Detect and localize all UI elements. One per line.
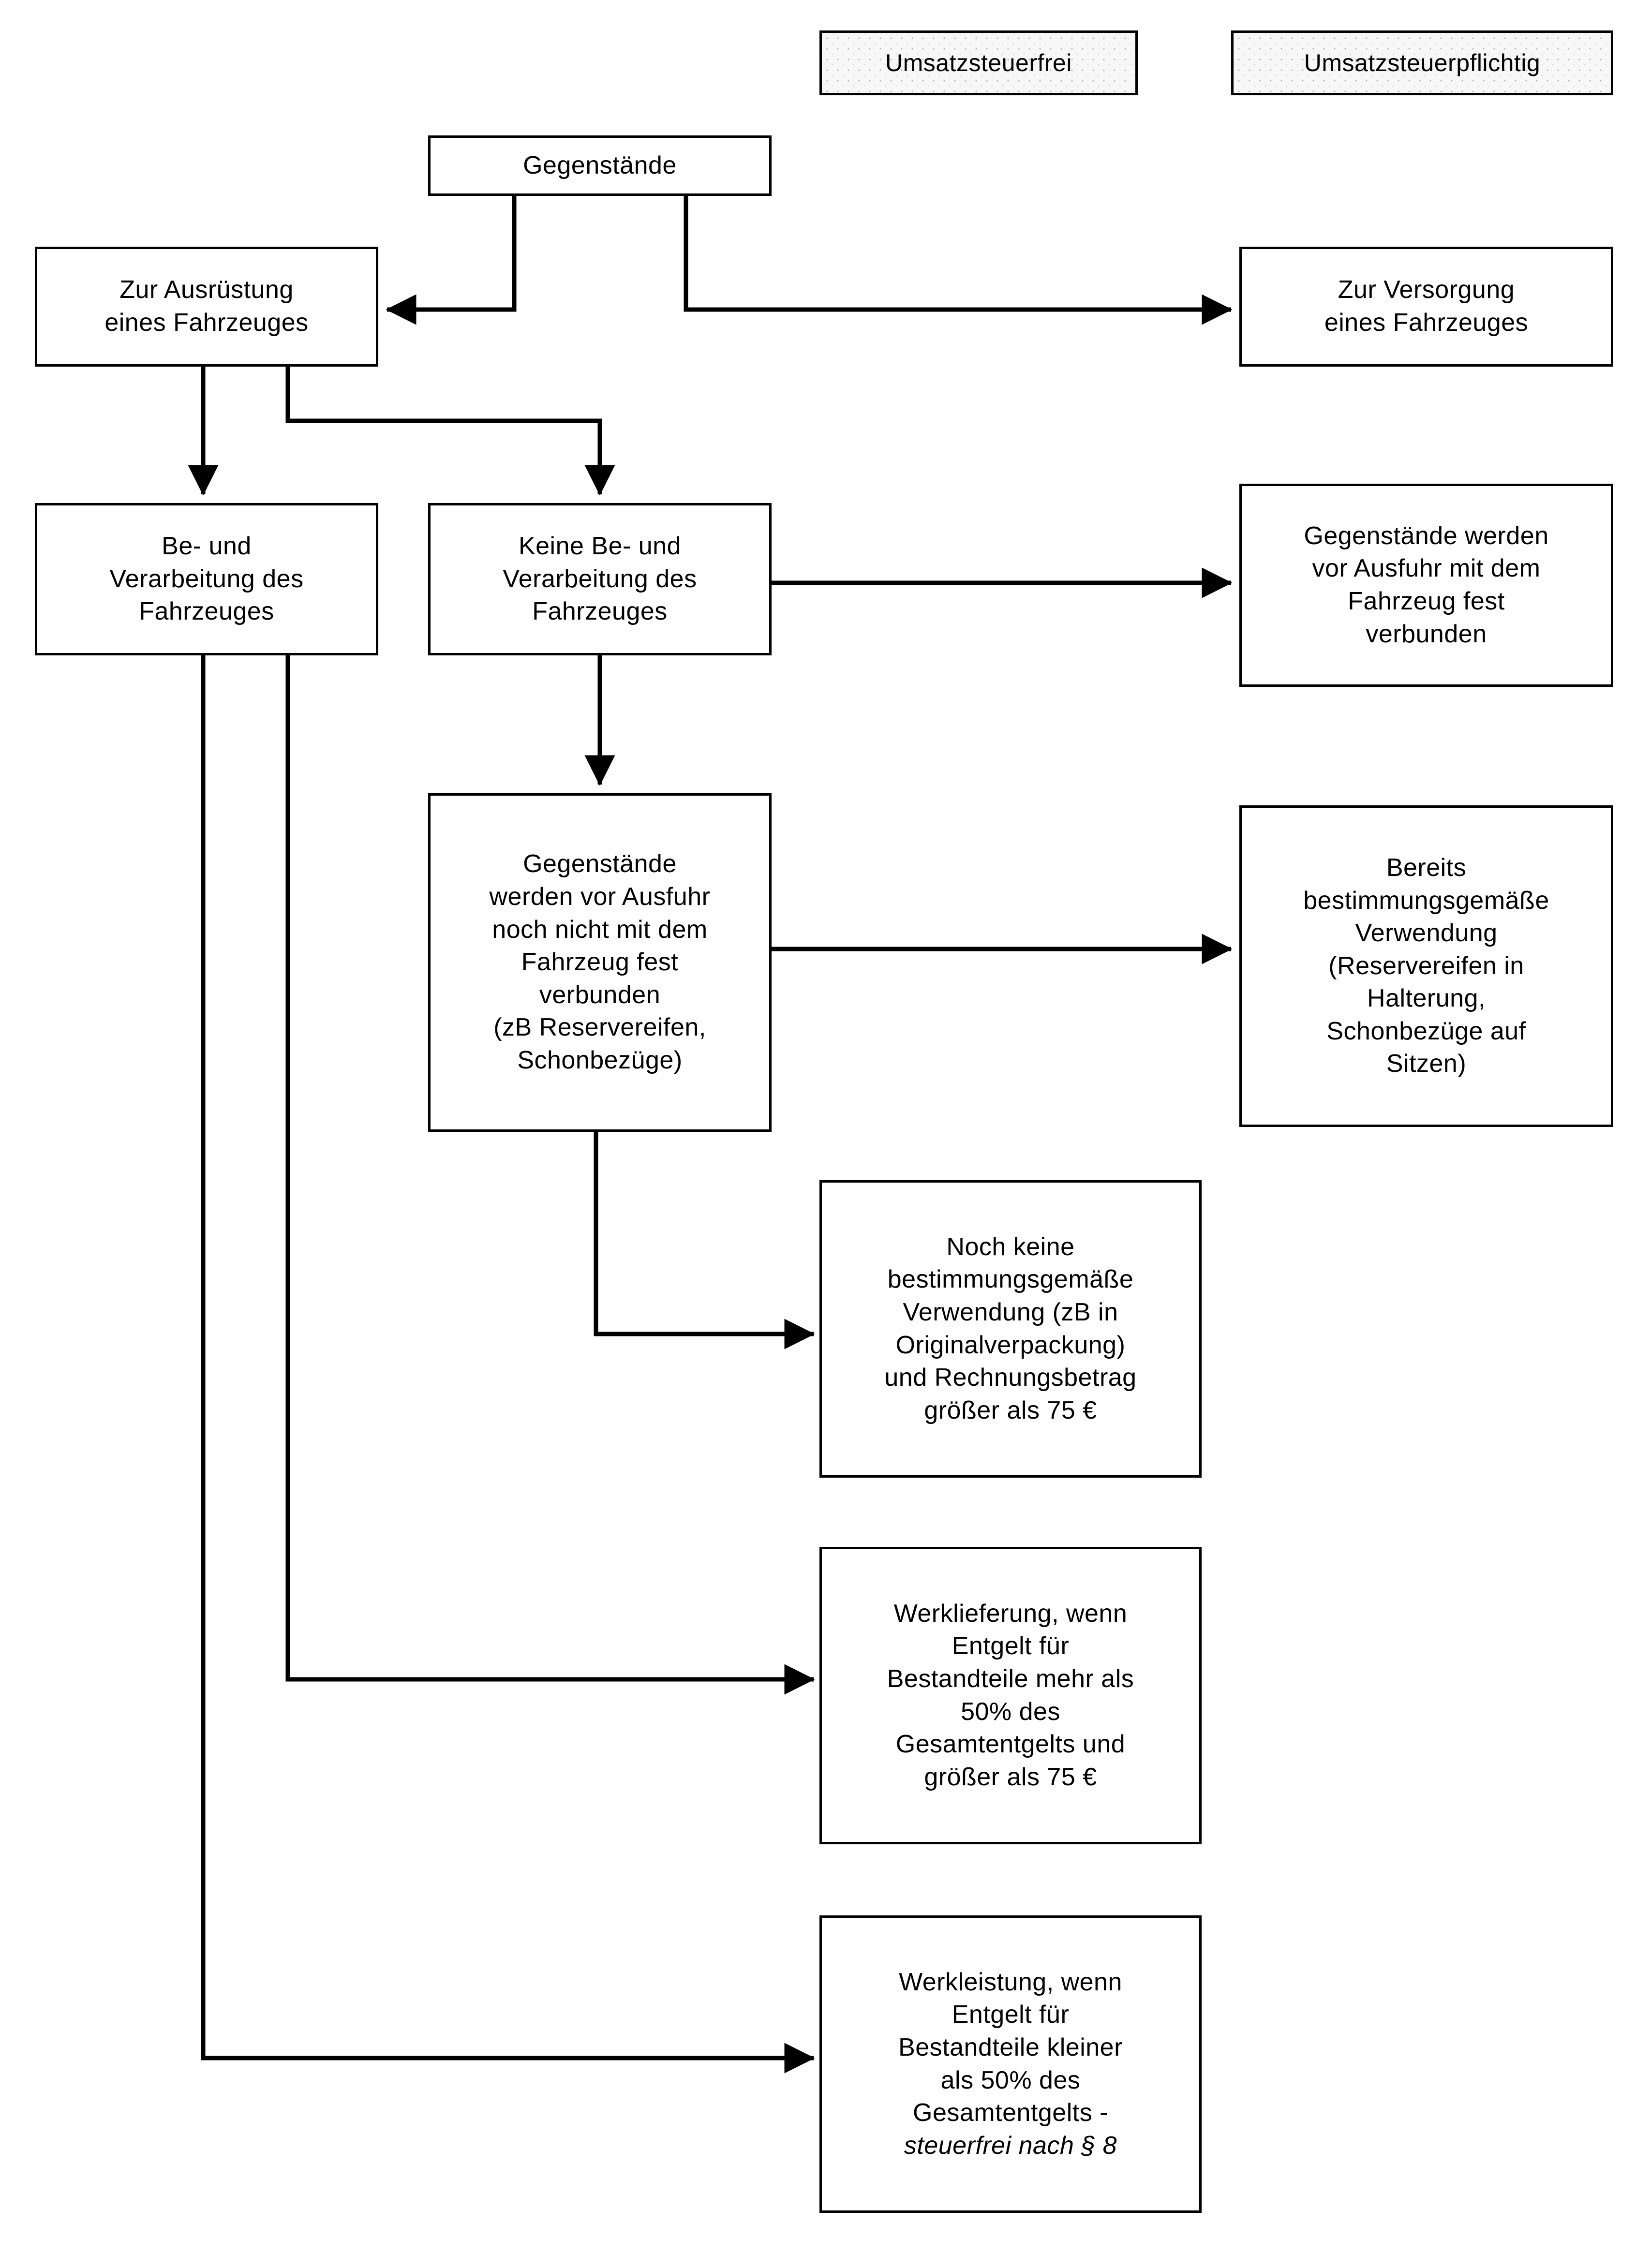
node-gegenstaende-label: Gegenstände	[523, 151, 677, 179]
edge-gegenstaende-to-zur-ausruestung	[386, 196, 517, 325]
node-noch-keine-bestimmungsgemaesse: Noch keine bestimmungsgemäße Verwendung …	[819, 1180, 1202, 1478]
node-bereits-bestimmungsgemaesse: Bereits bestimmungsgemäße Verwendung (Re…	[1239, 805, 1613, 1127]
edge-be-und-verarbeitung-to-werklieferung	[285, 647, 815, 1695]
node-be-und-verarbeitung-label: Be- und Verarbeitung des Fahrzeuges	[109, 532, 304, 626]
node-be-und-verarbeitung: Be- und Verarbeitung des Fahrzeuges	[35, 503, 378, 655]
node-fest-verbunden-label: Gegenstände werden vor Ausfuhr mit dem F…	[1304, 521, 1549, 648]
werkleistung-line-6-italic: steuerfrei nach § 8	[904, 2131, 1117, 2160]
edge-noch-nicht-to-noch-keine-bestimmungsgemaesse	[594, 1126, 815, 1349]
node-zur-ausruestung: Zur Ausrüstung eines Fahrzeuges	[35, 247, 378, 367]
node-keine-be-und-verarbeitung: Keine Be- und Verarbeitung des Fahrzeuge…	[428, 503, 772, 655]
edge-zur-ausruestung-to-keine-be-und-verarbeitung	[285, 367, 615, 496]
werkleistung-line-5: Gesamtentgelts -	[913, 2099, 1108, 2127]
legend-taxable-label: Umsatzsteuerpflichtig	[1304, 49, 1541, 76]
node-fest-verbunden: Gegenstände werden vor Ausfuhr mit dem F…	[1239, 484, 1613, 687]
werkleistung-line-2: Entgelt für	[952, 2001, 1070, 2029]
node-gegenstaende: Gegenstände	[428, 135, 772, 196]
node-noch-nicht-verbunden-label: Gegenstände werden vor Ausfuhr noch nich…	[489, 850, 711, 1074]
legend-tax-free: Umsatzsteuerfrei	[819, 30, 1138, 95]
werkleistung-line-1: Werkleistung, wenn	[899, 1968, 1122, 1996]
node-zur-ausruestung-label: Zur Ausrüstung eines Fahrzeuges	[104, 276, 309, 337]
node-keine-be-und-verarbeitung-label: Keine Be- und Verarbeitung des Fahrzeuge…	[503, 532, 697, 626]
node-werklieferung-label: Werklieferung, wenn Entgelt für Bestandt…	[887, 1599, 1134, 1791]
werkleistung-line-3: Bestandteile kleiner	[898, 2033, 1123, 2061]
legend-tax-free-label: Umsatzsteuerfrei	[885, 49, 1072, 76]
node-werklieferung: Werklieferung, wenn Entgelt für Bestandt…	[819, 1547, 1202, 1844]
node-zur-versorgung-label: Zur Versorgung eines Fahrzeuges	[1324, 276, 1529, 337]
node-zur-versorgung: Zur Versorgung eines Fahrzeuges	[1239, 247, 1613, 367]
node-noch-keine-bestimmungsgemaesse-label: Noch keine bestimmungsgemäße Verwendung …	[884, 1232, 1137, 1424]
node-bereits-bestimmungsgemaesse-label: Bereits bestimmungsgemäße Verwendung (Re…	[1303, 853, 1549, 1078]
edge-gegenstaende-to-zur-versorgung	[684, 196, 1233, 325]
werkleistung-line-4: als 50% des	[940, 2066, 1081, 2094]
edge-be-und-verarbeitung-to-werkleistung	[201, 647, 815, 2074]
legend-taxable: Umsatzsteuerpflichtig	[1231, 30, 1613, 95]
node-noch-nicht-verbunden: Gegenstände werden vor Ausfuhr noch nich…	[428, 793, 772, 1132]
